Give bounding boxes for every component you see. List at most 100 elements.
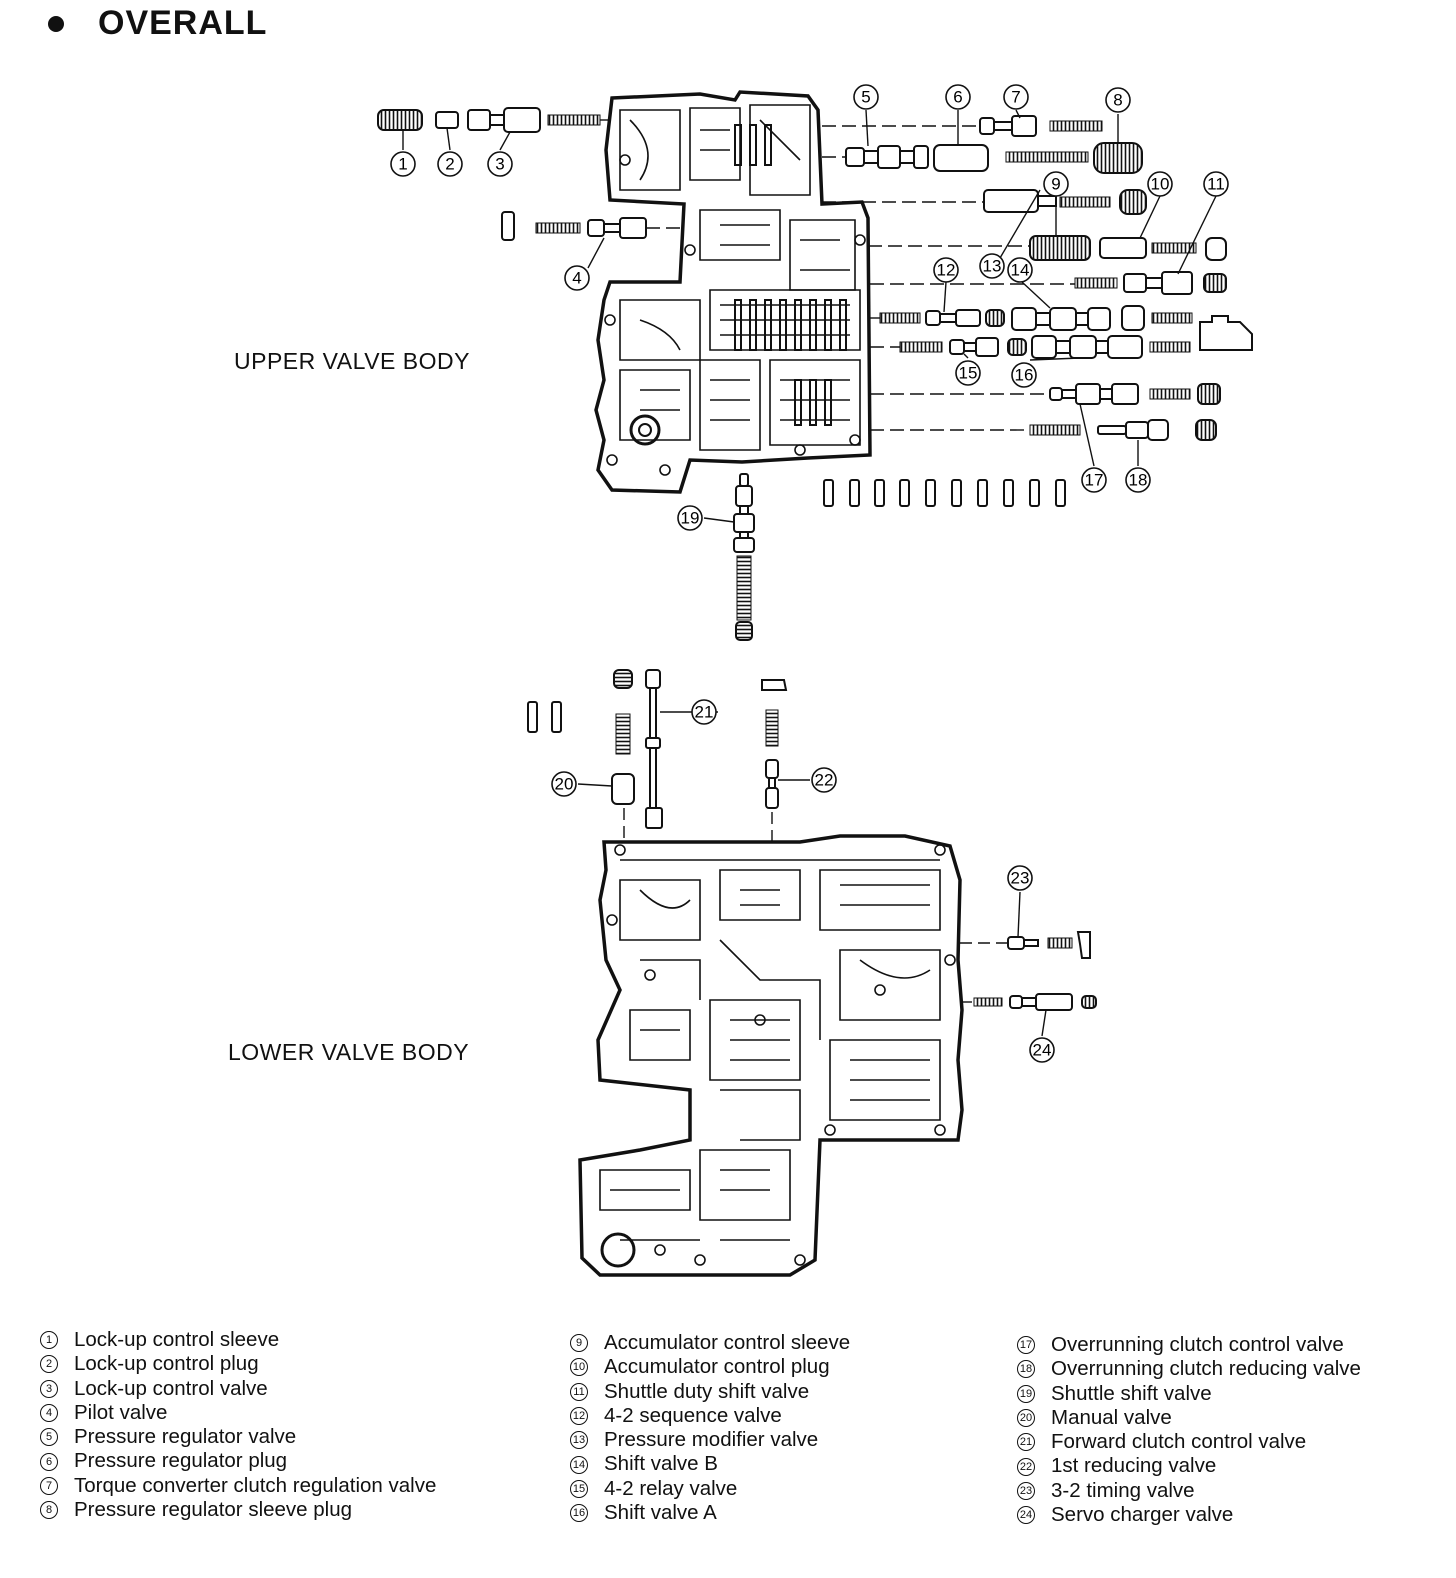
legend-text: Lock-up control sleeve	[74, 1328, 280, 1351]
legend-text: Shuttle duty shift valve	[604, 1379, 810, 1403]
callout-leaders	[402, 109, 1217, 1037]
legend-text: Pressure regulator plug	[74, 1449, 288, 1473]
svg-text:3: 3	[495, 155, 504, 174]
legend-number: 13	[570, 1431, 588, 1450]
svg-text:2: 2	[445, 155, 454, 174]
legend-number: 1	[40, 1331, 58, 1350]
legend-number: 14	[570, 1455, 588, 1474]
svg-text:7: 7	[1011, 88, 1020, 107]
heading-title: OVERALL	[98, 4, 268, 42]
callout-14: 14	[1007, 257, 1033, 283]
callout-17: 17	[1081, 467, 1107, 493]
legend-number: 11	[570, 1382, 588, 1401]
callout-15: 15	[955, 360, 981, 386]
legend-text: Pressure regulator sleeve plug	[74, 1498, 353, 1522]
legend-item: 9 Accumulator control sleeve	[570, 1331, 850, 1355]
legend-number: 23	[1017, 1481, 1035, 1500]
legend-number: 4	[40, 1404, 58, 1423]
legend-text: Pilot valve	[74, 1400, 168, 1424]
legend-text: Shift valve A	[604, 1501, 717, 1525]
svg-text:9: 9	[1051, 175, 1060, 194]
callout-5: 5	[853, 84, 879, 110]
svg-text:24: 24	[1033, 1041, 1052, 1060]
legend-text: 4-2 relay valve	[604, 1476, 738, 1500]
legend-item: 21 Forward clutch control valve	[1017, 1430, 1361, 1454]
legend-number: 21	[1017, 1433, 1035, 1452]
legend-number: 7	[40, 1476, 58, 1495]
svg-text:23: 23	[1011, 869, 1030, 888]
callout-22: 22	[811, 767, 837, 793]
legend-text: Servo charger valve	[1051, 1503, 1234, 1527]
legend-text: Torque converter clutch regulation valve	[74, 1473, 437, 1497]
legend-text: Forward clutch control valve	[1051, 1430, 1307, 1454]
legend-number: 16	[570, 1504, 588, 1523]
callout-12: 12	[933, 257, 959, 283]
lower-valve-body-label: LOWER VALVE BODY	[228, 1039, 470, 1065]
svg-text:16: 16	[1015, 366, 1034, 385]
legend-text: 4-2 sequence valve	[604, 1403, 782, 1427]
callout-11: 11	[1203, 171, 1229, 197]
callout-20: 20	[551, 771, 577, 797]
callout-19: 19	[677, 505, 703, 531]
legend-text: Pressure regulator valve	[74, 1425, 297, 1449]
legend-number: 15	[570, 1479, 588, 1498]
callout-23: 23	[1007, 865, 1033, 891]
svg-text:14: 14	[1011, 261, 1030, 280]
legend-text: Manual valve	[1051, 1405, 1172, 1429]
legend-number: 9	[570, 1334, 588, 1353]
legend-item: 8 Pressure regulator sleeve plug	[40, 1498, 436, 1522]
svg-text:10: 10	[1151, 175, 1170, 194]
legend-item: 4 Pilot valve	[40, 1401, 436, 1425]
callout-7: 7	[1003, 84, 1029, 110]
svg-text:13: 13	[983, 257, 1002, 276]
upper-valve-body	[594, 90, 872, 494]
callout-2: 2	[437, 151, 463, 177]
svg-text:21: 21	[695, 703, 714, 722]
svg-text:1: 1	[398, 155, 407, 174]
legend-text: 3-2 timing valve	[1051, 1478, 1195, 1502]
legend-item: 15 4-2 relay valve	[570, 1477, 850, 1501]
callout-16: 16	[1011, 362, 1037, 388]
legend-number: 8	[40, 1501, 58, 1520]
svg-text:18: 18	[1129, 471, 1148, 490]
lower-components	[527, 669, 1097, 1011]
svg-text:6: 6	[953, 88, 962, 107]
legend-item: 20 Manual valve	[1017, 1406, 1361, 1430]
upper-leader-lines	[598, 119, 1075, 431]
legend-number: 24	[1017, 1506, 1035, 1525]
legend-number: 20	[1017, 1409, 1035, 1428]
legend-item: 12 4-2 sequence valve	[570, 1404, 850, 1428]
legend-text: Accumulator control plug	[604, 1355, 830, 1379]
svg-text:5: 5	[861, 88, 870, 107]
legend-number: 17	[1017, 1336, 1035, 1355]
svg-text:17: 17	[1085, 471, 1104, 490]
legend-number: 12	[570, 1407, 588, 1426]
legend-text: Lock-up control valve	[74, 1376, 268, 1400]
legend-number: 3	[40, 1379, 58, 1398]
callout-13: 13	[979, 253, 1005, 279]
legend-text: Accumulator control sleeve	[604, 1331, 851, 1354]
callout-9: 9	[1043, 171, 1069, 197]
legend-number: 5	[40, 1428, 58, 1447]
legend-item: 11 Shuttle duty shift valve	[570, 1380, 850, 1404]
callout-markers: 1 2 3 4 5 6 7 8 9 10 11 12 13 14 15 16 1…	[390, 84, 1229, 1063]
lower-valve-body	[578, 834, 964, 1277]
svg-text:11: 11	[1207, 175, 1225, 194]
legend-number: 19	[1017, 1384, 1035, 1403]
callout-1: 1	[390, 151, 416, 177]
svg-text:15: 15	[959, 364, 978, 383]
legend-text: Overrunning clutch control valve	[1051, 1333, 1344, 1356]
callout-8: 8	[1105, 87, 1131, 113]
callout-10: 10	[1147, 171, 1173, 197]
svg-text:22: 22	[815, 771, 834, 790]
callout-21: 21	[691, 699, 717, 725]
